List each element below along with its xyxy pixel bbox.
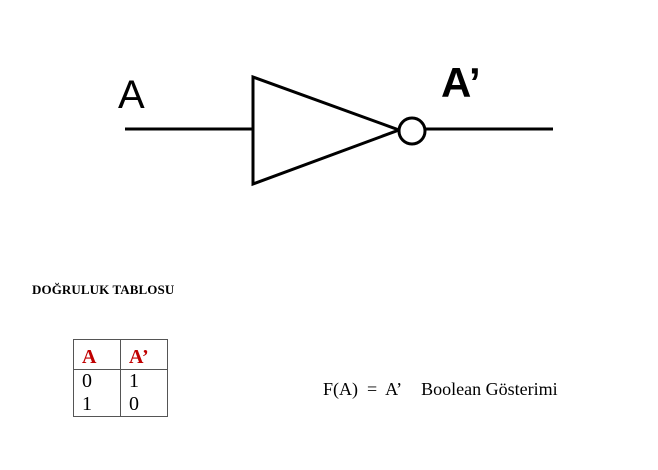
- truth-table-title: DOĞRULUK TABLOSU: [32, 282, 175, 297]
- truth-table: A A’ 0 1 1 0: [73, 339, 168, 417]
- header-output: A’: [120, 339, 168, 370]
- table-row: 0 1: [73, 369, 168, 393]
- cell-input: 1: [73, 393, 121, 417]
- expression-equals: =: [367, 379, 378, 399]
- expression-lhs: F(A): [323, 379, 358, 399]
- not-gate-triangle: [251, 74, 404, 187]
- cell-output: 1: [120, 369, 168, 393]
- expression-note: Boolean Gösterimi: [421, 379, 558, 399]
- output-label: A’: [441, 59, 481, 106]
- boolean-expression: F(A) = A’ Boolean Gösterimi: [323, 379, 558, 400]
- expression-rhs: A’: [385, 379, 403, 399]
- header-input: A: [73, 339, 121, 370]
- cell-output: 0: [120, 393, 168, 417]
- cell-input: 0: [73, 369, 121, 393]
- table-row: 1 0: [73, 393, 168, 417]
- inversion-bubble: [397, 116, 427, 146]
- truth-table-header-row: A A’: [73, 339, 168, 370]
- input-label: A: [118, 73, 145, 117]
